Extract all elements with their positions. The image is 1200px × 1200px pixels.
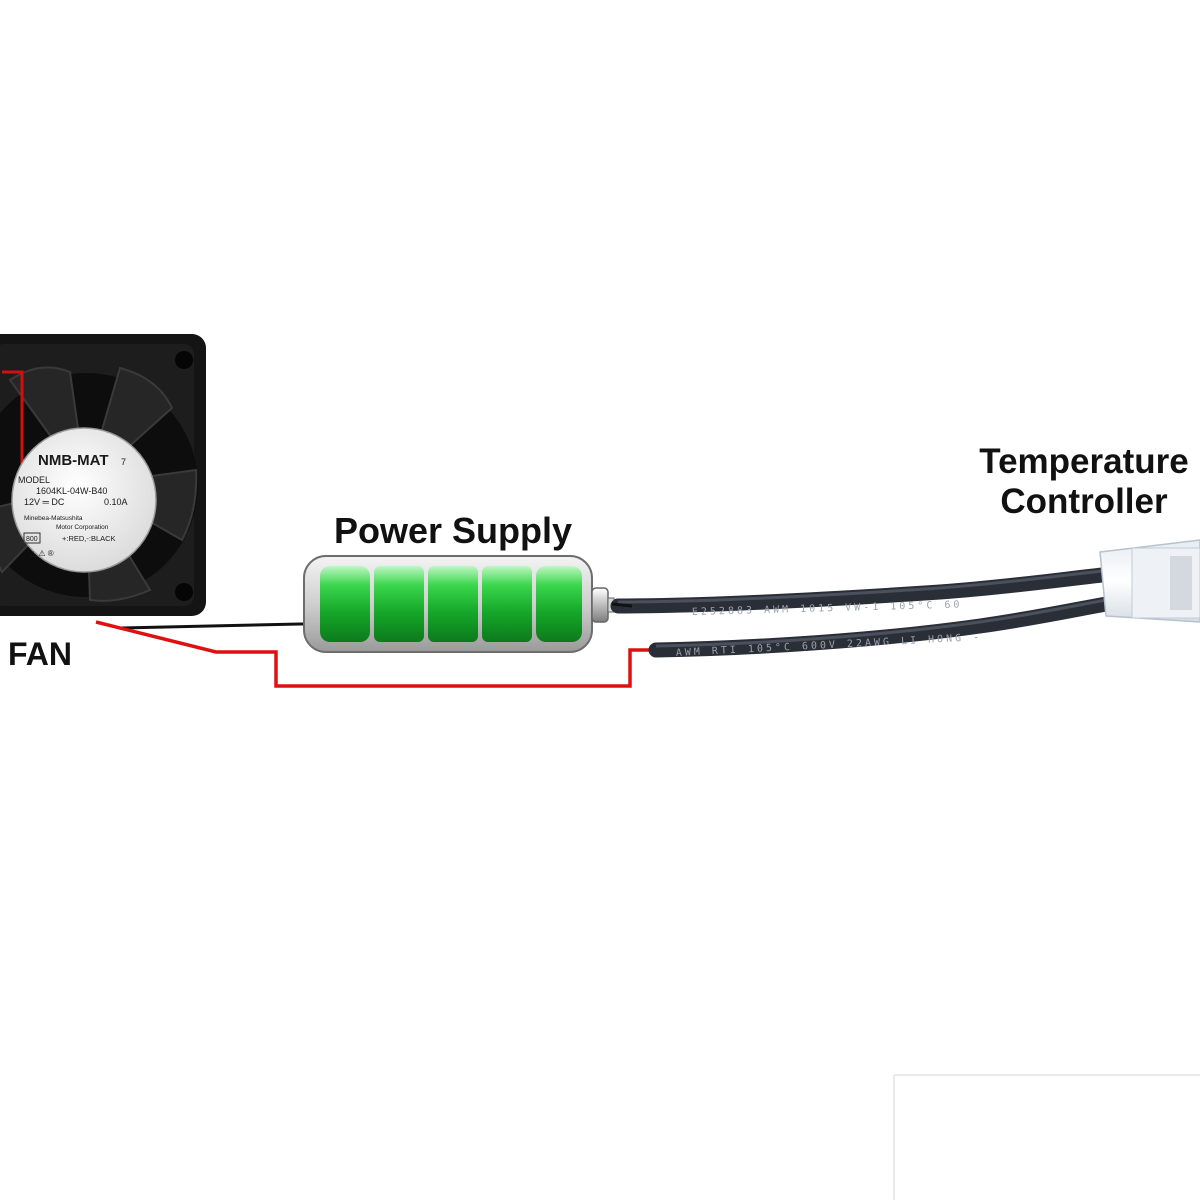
sensor-cables: E252883 AWM 1015 VW-1 105°C 60 AWM RTI 1… bbox=[610, 564, 1138, 659]
fan-current: 0.10A bbox=[104, 497, 128, 507]
corner-divider bbox=[893, 1074, 1200, 1200]
cable-upper bbox=[610, 564, 1138, 614]
fan-sticker bbox=[11, 427, 157, 573]
fan-model-label: MODEL bbox=[18, 475, 50, 485]
fan-wire-colors: +:RED,-:BLACK bbox=[62, 534, 116, 543]
fan-red-lead bbox=[2, 370, 24, 470]
temperature-label-line2: Controller bbox=[1000, 482, 1168, 522]
power-supply-label: Power Supply bbox=[334, 510, 573, 551]
fan: NMB-MAT 7 MODEL 1604KL-04W-B40 12V ═ DC … bbox=[0, 334, 206, 616]
temperature-label-line1: Temperature bbox=[979, 442, 1189, 481]
fan-cert-marks: △ ⚠ ® bbox=[30, 549, 54, 558]
cable-lower bbox=[648, 592, 1138, 658]
power-supply-battery bbox=[303, 555, 615, 653]
fan-brand: NMB-MAT bbox=[38, 452, 109, 469]
fan-brand-suffix: 7 bbox=[121, 457, 126, 467]
fan-label: FAN bbox=[8, 636, 72, 672]
fan-box-code: 800 bbox=[26, 536, 38, 543]
temperature-controller-label: Temperature Controller bbox=[968, 442, 1200, 523]
red-wire-circuit bbox=[95, 620, 652, 688]
fan-maker-line1: Minebea-Matsushita bbox=[24, 515, 83, 522]
battery-terminal bbox=[591, 587, 609, 623]
fan-maker-line2: Motor Corporation bbox=[56, 524, 109, 531]
fan-voltage: 12V ═ DC bbox=[24, 497, 65, 507]
fan-model-number: 1604KL-04W-B40 bbox=[36, 486, 107, 496]
battery-cells bbox=[320, 566, 582, 642]
black-wire-fan-to-battery bbox=[119, 622, 316, 630]
temperature-sensor-probe bbox=[1099, 539, 1200, 623]
